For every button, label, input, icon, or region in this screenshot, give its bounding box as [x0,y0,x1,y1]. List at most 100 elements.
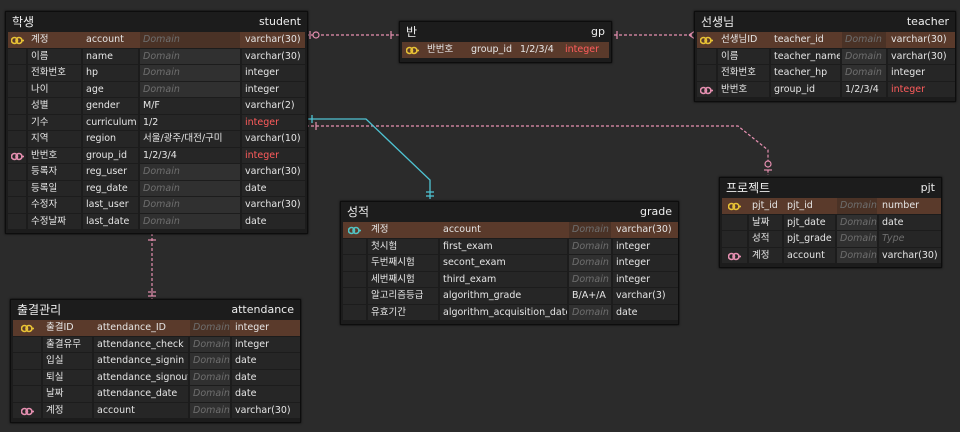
attribute-domain: Domain [190,353,230,369]
attribute-logical: 등록자 [28,164,81,180]
attribute-logical: 두번째시험 [368,255,438,271]
attribute-physical: account [94,402,188,418]
attribute-physical: third_exam [440,271,567,287]
attribute-logical: 날짜 [749,214,782,230]
attribute-type: integer [613,238,678,254]
entity-logical-name: 출결관리 [17,303,62,317]
key-cell [343,255,366,271]
attribute-type: integer [232,336,300,352]
attribute-domain: Domain [842,32,886,48]
attribute-physical: teacher_name [771,48,840,64]
attribute-logical: 등록일 [28,180,81,196]
relationship-student-attendance [148,233,156,299]
attribute-type: integer [242,81,305,97]
attribute-logical: 계정 [43,402,92,418]
attribute-logical: 계정 [28,32,81,48]
entity-logical-name: 성적 [347,205,370,219]
attribute-logical: 반번호 [28,147,81,163]
attribute-type: varchar(30) [613,222,678,238]
attribute-logical: 반번호 [718,81,769,97]
attribute-type: date [242,180,305,196]
attribute-physical: age [83,81,138,97]
key-cell [8,98,26,114]
key-cell [13,336,41,352]
attribute-type: integer [888,81,955,97]
attribute-type: varchar(3) [613,288,678,304]
attribute-domain: Domain [569,271,611,287]
attribute-logical: 이름 [28,48,81,64]
key-cell [8,48,26,64]
attribute-logical: 세번째시험 [368,271,438,287]
entity-header[interactable]: 성적 grade [341,202,678,222]
attribute-domain: 1/2/3/4 [517,42,560,58]
attribute-type: varchar(30) [879,247,941,263]
attribute-domain: Domain [140,180,240,196]
attribute-physical: teacher_hp [771,65,840,81]
attribute-logical: 입실 [43,353,92,369]
key-cell [8,114,26,130]
key-cell [8,213,26,229]
attribute-type: integer [562,42,608,58]
attribute-logical: 나이 [28,81,81,97]
attribute-domain: Domain [190,386,230,402]
key-cell [722,198,747,214]
attribute-domain: Domain [837,198,877,214]
entity-physical-name: grade [640,205,672,218]
attribute-logical: 반번호 [424,42,466,58]
attribute-domain: Domain [569,304,611,320]
relationship-student-pjt [306,122,772,175]
foreign-key-icon [20,406,34,415]
attribute-type: varchar(30) [888,48,955,64]
key-cell [343,288,366,304]
key-cell [8,147,26,163]
attribute-logical: 계정 [749,247,782,263]
key-cell [13,386,41,402]
